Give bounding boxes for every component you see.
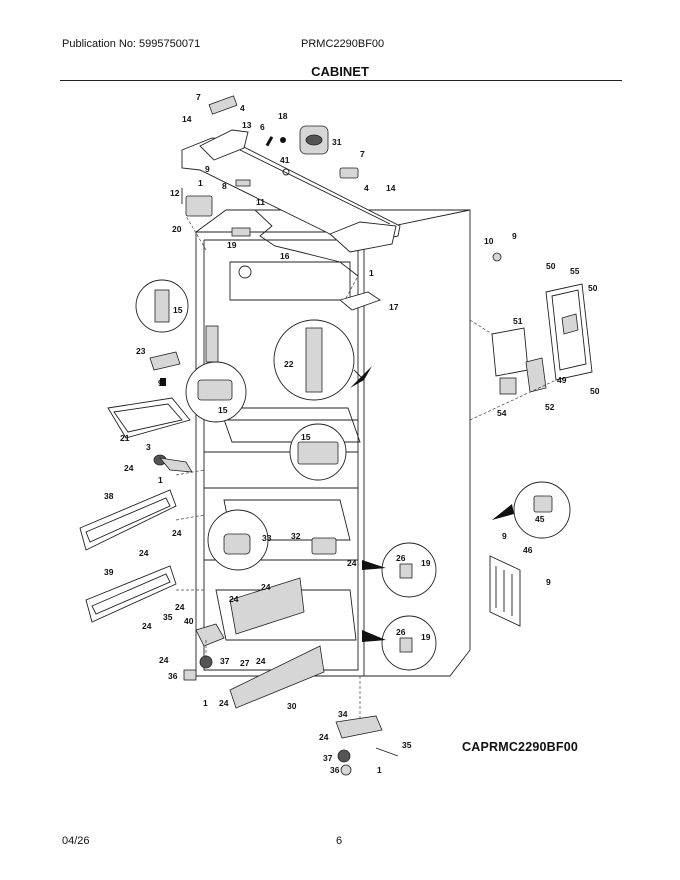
part-number: 31 xyxy=(332,137,342,147)
part-number: 11 xyxy=(256,197,265,207)
header-rule xyxy=(60,80,622,81)
part-number: 17 xyxy=(389,302,399,312)
part-number: 32 xyxy=(291,531,301,541)
part-number: 22 xyxy=(284,359,294,369)
part-number: 52 xyxy=(545,402,555,412)
part-number: 24 xyxy=(219,698,229,708)
part-number: 35 xyxy=(402,740,412,750)
part-number: 19 xyxy=(421,632,431,642)
part-number: 37 xyxy=(220,656,230,666)
part-number: 50 xyxy=(590,386,600,396)
part-number: 24 xyxy=(139,548,149,558)
part-number: 38 xyxy=(104,491,114,501)
part-number: 39 xyxy=(104,567,114,577)
part-number: 3 xyxy=(146,442,151,452)
part-number: 24 xyxy=(319,732,329,742)
part-number: 12 xyxy=(170,188,180,198)
part-number: 14 xyxy=(182,114,192,124)
part-number: 10 xyxy=(484,236,494,246)
part-number: 34 xyxy=(338,709,348,719)
part-number: 36 xyxy=(330,765,340,775)
part-number: 19 xyxy=(227,240,237,250)
part-number: 15 xyxy=(301,432,311,442)
part-number: 23 xyxy=(136,346,146,356)
part-number: 24 xyxy=(124,463,134,473)
diagram-code: CAPRMC2290BF00 xyxy=(462,740,579,754)
part-number: 18 xyxy=(278,111,288,121)
part-number: 24 xyxy=(261,582,271,592)
part-number: 26 xyxy=(396,553,406,563)
part-number: 24 xyxy=(347,558,357,568)
left-parts xyxy=(79,279,247,681)
part-number: 24 xyxy=(159,655,169,665)
part-number: 19 xyxy=(421,558,431,568)
part-number: 24 xyxy=(142,621,152,631)
part-number: 40 xyxy=(184,616,194,626)
part-number: 16 xyxy=(280,251,290,261)
publication-number: Publication No: 5995750071 xyxy=(62,38,201,50)
part-number: 35 xyxy=(163,612,173,622)
part-number: 30 xyxy=(287,701,297,711)
footer-date: 04/26 xyxy=(62,835,90,847)
part-number: 4 xyxy=(240,103,245,113)
part-number: 24 xyxy=(172,528,182,538)
right-electrical xyxy=(469,252,593,627)
part-number: 27 xyxy=(240,658,250,668)
bottom-hinge xyxy=(335,715,399,776)
part-number: 7 xyxy=(360,149,365,159)
part-number: 1 xyxy=(158,475,163,485)
page-number: 6 xyxy=(336,835,343,847)
part-number: 45 xyxy=(535,514,545,524)
part-number: 6 xyxy=(260,122,265,132)
part-number: 50 xyxy=(588,283,598,293)
top-cover-assembly xyxy=(181,95,401,311)
part-number: 20 xyxy=(172,224,182,234)
part-number: 36 xyxy=(168,671,178,681)
part-number: 24 xyxy=(256,656,266,666)
part-number: 49 xyxy=(557,375,567,385)
part-number: 9 xyxy=(512,231,517,241)
part-number: 24 xyxy=(175,602,185,612)
part-number: 1 xyxy=(369,268,374,278)
part-number: 7 xyxy=(196,92,201,102)
part-number: 15 xyxy=(173,305,183,315)
part-number: 33 xyxy=(262,533,272,543)
part-number: 8 xyxy=(222,181,227,191)
part-number: 9 xyxy=(546,577,551,587)
part-number: 26 xyxy=(396,627,406,637)
part-number: 24 xyxy=(229,594,239,604)
model-number: PRMC2290BF00 xyxy=(301,38,385,50)
part-number: 37 xyxy=(323,753,333,763)
part-number: 50 xyxy=(546,261,556,271)
part-number: 54 xyxy=(497,408,507,418)
part-numbers: 7 4 14 13 6 18 31 41 7 9 1 8 4 14 12 11 … xyxy=(104,92,600,775)
part-number: 9 xyxy=(502,531,507,541)
part-number: 14 xyxy=(386,183,396,193)
part-number: 46 xyxy=(523,545,533,555)
part-number: 55 xyxy=(570,266,580,276)
part-number: 9 xyxy=(158,378,163,388)
part-number: 4 xyxy=(364,183,369,193)
part-number: 41 xyxy=(280,155,290,165)
part-number: 21 xyxy=(120,433,130,443)
part-number: 1 xyxy=(377,765,382,775)
section-title: CABINET xyxy=(311,64,369,79)
part-number: 51 xyxy=(513,316,523,326)
part-number: 15 xyxy=(218,405,228,415)
detail-callouts xyxy=(207,319,437,709)
leader-lines xyxy=(175,215,361,720)
part-number: 1 xyxy=(198,178,203,188)
part-number: 9 xyxy=(205,164,210,174)
part-number: 13 xyxy=(242,120,252,130)
part-number: 1 xyxy=(203,698,208,708)
